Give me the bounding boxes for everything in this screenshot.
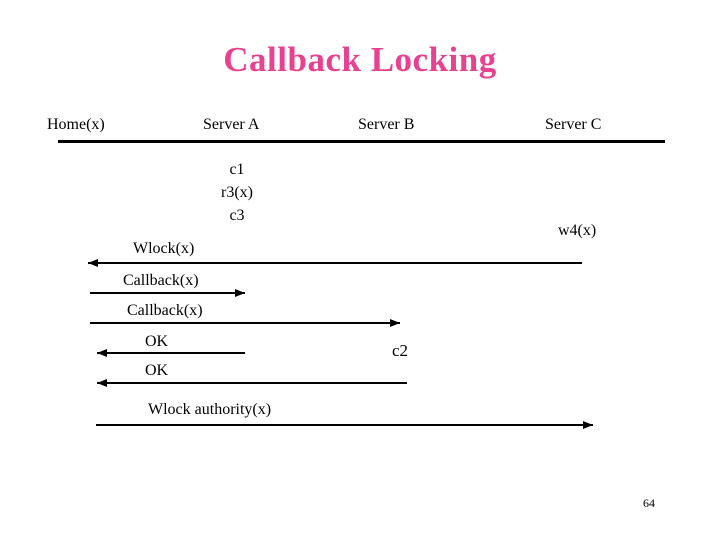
column-header-home: Home(x) bbox=[47, 116, 105, 133]
arrowhead-left-icon bbox=[97, 379, 107, 387]
arrowhead-right-icon bbox=[390, 319, 400, 327]
header-rule bbox=[58, 140, 665, 143]
message-label-ok-1: OK bbox=[145, 333, 169, 350]
column-header-server-c: Server C bbox=[545, 116, 602, 133]
message-label-ok-2: OK bbox=[145, 362, 169, 379]
arrowhead-left-icon bbox=[88, 259, 98, 267]
annotation-c2: c2 bbox=[392, 341, 409, 360]
message-label-wlock: Wlock(x) bbox=[133, 240, 195, 257]
message-label-callback-2: Callback(x) bbox=[127, 302, 203, 319]
arrow-wlock-authority bbox=[96, 421, 593, 429]
server-a-operations: c1 r3(x) c3 bbox=[206, 158, 268, 227]
arrow-ok-2 bbox=[97, 379, 407, 387]
arrow-ok-1 bbox=[97, 349, 245, 357]
arrow-callback-2 bbox=[90, 319, 400, 327]
annotation-c1: c1 bbox=[229, 161, 245, 178]
arrowhead-right-icon bbox=[583, 421, 593, 429]
message-label-callback-1: Callback(x) bbox=[123, 272, 199, 289]
annotation-r3: r3(x) bbox=[221, 184, 253, 201]
arrowhead-right-icon bbox=[235, 289, 245, 297]
column-header-server-b: Server B bbox=[358, 116, 415, 133]
annotation-w4: w4(x) bbox=[558, 222, 597, 239]
arrow-wlock bbox=[88, 259, 582, 267]
annotation-c3: c3 bbox=[229, 207, 245, 224]
slide-title: Callback Locking bbox=[223, 40, 497, 79]
arrow-callback-1 bbox=[90, 289, 245, 297]
arrowhead-left-icon bbox=[97, 349, 107, 357]
column-header-server-a: Server A bbox=[203, 116, 260, 133]
message-label-wlock-authority: Wlock authority(x) bbox=[148, 401, 272, 418]
page-number: 64 bbox=[643, 496, 655, 510]
